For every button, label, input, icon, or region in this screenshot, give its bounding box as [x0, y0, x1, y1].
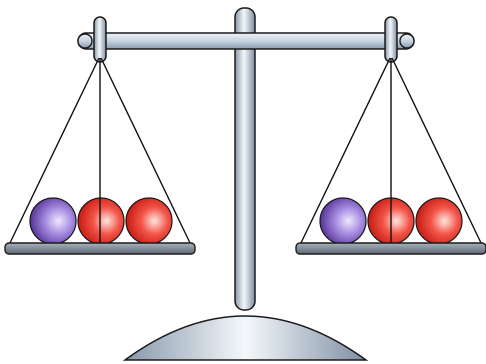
right-beam-end — [399, 33, 415, 49]
left-pan-balls — [29, 197, 173, 245]
right-ball-purple — [319, 197, 367, 245]
left-pan-strings — [8, 57, 192, 246]
scale-beam — [77, 32, 415, 50]
scale-base — [122, 315, 369, 361]
right-ball-red-2 — [415, 197, 463, 245]
left-pan — [4, 242, 196, 255]
left-ball-red-1 — [77, 197, 125, 245]
left-hanger-post — [93, 16, 107, 63]
right-hanger-post — [384, 16, 398, 63]
right-pan-strings — [299, 57, 483, 246]
center-post — [234, 7, 256, 311]
left-ball-red-2 — [125, 197, 173, 245]
right-pan — [295, 242, 486, 255]
left-beam-end — [77, 33, 93, 49]
right-pan-balls — [319, 197, 463, 245]
left-ball-purple — [29, 197, 77, 245]
